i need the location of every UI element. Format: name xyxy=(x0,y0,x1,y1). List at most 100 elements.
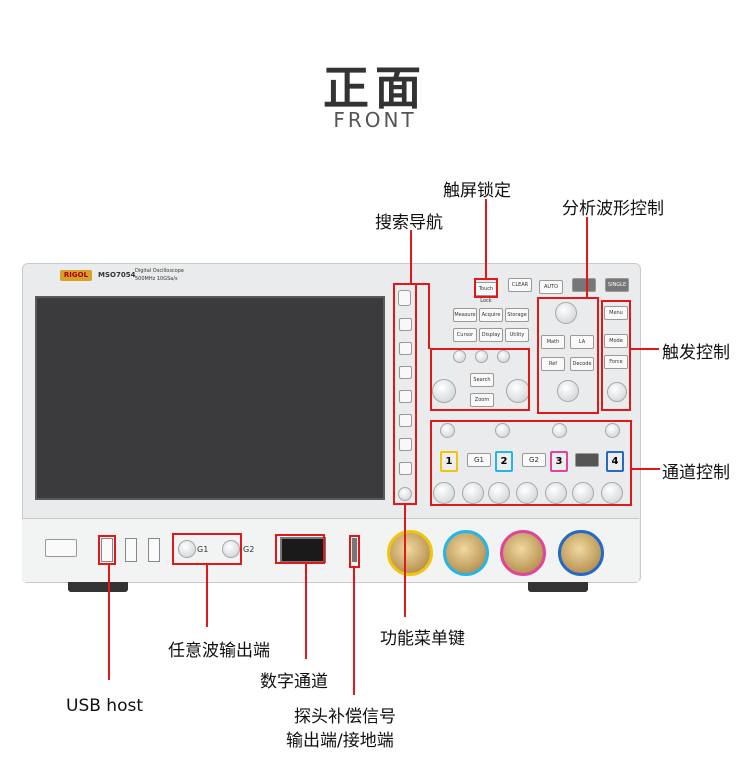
power-button[interactable] xyxy=(45,539,77,557)
label-probe-comp-2: 输出端/接地端 xyxy=(286,731,394,751)
trigger-mode-button[interactable]: Mode xyxy=(604,334,628,348)
probe-comp-terminal[interactable] xyxy=(352,538,357,562)
usb-line xyxy=(108,565,110,680)
utility-button[interactable]: Utility xyxy=(505,328,529,342)
side-menu-button-7[interactable] xyxy=(399,462,412,475)
wave-knob-top[interactable] xyxy=(555,302,577,324)
label-digital-ch: 数字通道 xyxy=(260,672,328,692)
ch1-offset-knob[interactable] xyxy=(440,423,455,438)
channel-line xyxy=(632,468,660,470)
search-nav-line-h xyxy=(410,283,430,285)
acquire-button[interactable]: Acquire xyxy=(479,308,503,322)
side-menu-button-6[interactable] xyxy=(399,438,412,451)
ch3-offset-knob[interactable] xyxy=(552,423,567,438)
single-button[interactable]: SINGLE xyxy=(605,278,629,292)
horizontal-position-knob[interactable] xyxy=(432,379,456,403)
search-nav-highlight xyxy=(430,348,530,411)
ch3-button[interactable]: 3 xyxy=(550,451,568,472)
trigger-line xyxy=(631,348,659,350)
analysis-line xyxy=(586,217,588,298)
display-button[interactable]: Display xyxy=(479,328,503,342)
default-button[interactable] xyxy=(575,453,599,467)
g1-bnc-connector[interactable] xyxy=(178,540,196,558)
label-search-nav: 搜索导航 xyxy=(375,213,443,233)
usb-port-2[interactable] xyxy=(125,538,137,562)
trigger-ctrl-highlight xyxy=(601,300,631,411)
search-nav-line xyxy=(410,230,412,285)
cursor-button[interactable]: Cursor xyxy=(453,328,477,342)
clear-button[interactable]: CLEAR xyxy=(508,278,532,292)
ch2-button[interactable]: 2 xyxy=(495,451,513,472)
awg-line xyxy=(206,565,208,627)
ch1-position-knob[interactable] xyxy=(433,482,455,504)
side-menu-button-2[interactable] xyxy=(399,342,412,355)
ch4-scale-knob[interactable] xyxy=(601,482,623,504)
ch4-button[interactable]: 4 xyxy=(606,451,624,472)
brand-logo: RIGOL xyxy=(60,270,92,281)
side-menu-knob[interactable] xyxy=(398,487,412,501)
ref-button[interactable]: Ref xyxy=(541,357,565,371)
ch1-scale-knob[interactable] xyxy=(462,482,484,504)
label-channel-ctrl: 通道控制 xyxy=(662,463,730,483)
decode-button[interactable]: Decode xyxy=(570,357,594,371)
label-trigger-ctrl: 触发控制 xyxy=(662,343,730,363)
func-menu-highlight xyxy=(393,283,417,505)
page-title-en: FRONT xyxy=(333,108,417,132)
left-foot xyxy=(68,582,128,592)
run-stop-button[interactable] xyxy=(572,278,596,292)
nav-prev-button[interactable] xyxy=(453,350,466,363)
ch2-bnc-input[interactable] xyxy=(443,530,489,576)
digital-line xyxy=(305,564,307,659)
label-probe-comp-1: 探头补偿信号 xyxy=(294,707,396,727)
label-touch-lock: 触屏锁定 xyxy=(443,181,511,201)
label-func-menu: 功能菜单键 xyxy=(380,629,465,649)
nav-next-button[interactable] xyxy=(497,350,510,363)
zoom-button[interactable]: Zoom xyxy=(470,393,494,407)
side-menu-button-5[interactable] xyxy=(399,414,412,427)
model-name: MSO7054 xyxy=(98,271,136,279)
ch1-bnc-input[interactable] xyxy=(387,530,433,576)
math-button[interactable]: Math xyxy=(541,335,565,349)
side-menu-button-4[interactable] xyxy=(399,390,412,403)
model-sub: Digital Oscilloscope xyxy=(135,268,184,274)
touch-lock-highlight xyxy=(474,278,498,298)
ch3-position-knob[interactable] xyxy=(545,482,567,504)
usb-port-3[interactable] xyxy=(148,538,160,562)
model-spec: 500MHz 10GSa/s xyxy=(135,276,178,282)
trigger-level-knob[interactable] xyxy=(607,382,627,402)
ch2-position-knob[interactable] xyxy=(488,482,510,504)
ch4-offset-knob[interactable] xyxy=(605,423,620,438)
wave-knob-bottom[interactable] xyxy=(557,380,579,402)
right-foot xyxy=(528,582,588,592)
menu-off-button[interactable] xyxy=(398,290,411,306)
oscilloscope-screen[interactable] xyxy=(35,296,385,500)
ch2-offset-knob[interactable] xyxy=(495,423,510,438)
g2-bnc-connector[interactable] xyxy=(222,540,240,558)
search-button[interactable]: Search xyxy=(470,373,494,387)
trigger-menu-button[interactable]: Menu xyxy=(604,306,628,320)
trigger-force-button[interactable]: Force xyxy=(604,355,628,369)
search-nav-line-v2 xyxy=(428,283,430,349)
ch4-bnc-input[interactable] xyxy=(558,530,604,576)
analysis-wave-highlight xyxy=(537,297,599,414)
nav-stop-button[interactable] xyxy=(475,350,488,363)
label-awg-output: 任意波输出端 xyxy=(168,641,270,661)
side-menu-button-1[interactable] xyxy=(399,318,412,331)
side-menu-button-3[interactable] xyxy=(399,366,412,379)
storage-button[interactable]: Storage xyxy=(505,308,529,322)
measure-button[interactable]: Measure xyxy=(453,308,477,322)
ch3-bnc-input[interactable] xyxy=(500,530,546,576)
probe-comp-highlight xyxy=(349,535,360,568)
g2-button[interactable]: G2 xyxy=(522,453,546,467)
probe-line xyxy=(353,568,355,695)
la-button[interactable]: LA xyxy=(570,335,594,349)
ch3-scale-knob[interactable] xyxy=(572,482,594,504)
ch2-scale-knob[interactable] xyxy=(516,482,538,504)
func-menu-line xyxy=(404,505,406,617)
usb-port-1[interactable] xyxy=(101,538,113,562)
ch1-button[interactable]: 1 xyxy=(440,451,458,472)
auto-button[interactable]: AUTO xyxy=(539,280,563,294)
touch-lock-button[interactable]: Touch Lock xyxy=(474,282,498,304)
g1-button[interactable]: G1 xyxy=(467,453,491,467)
touch-lock-line xyxy=(485,199,487,279)
